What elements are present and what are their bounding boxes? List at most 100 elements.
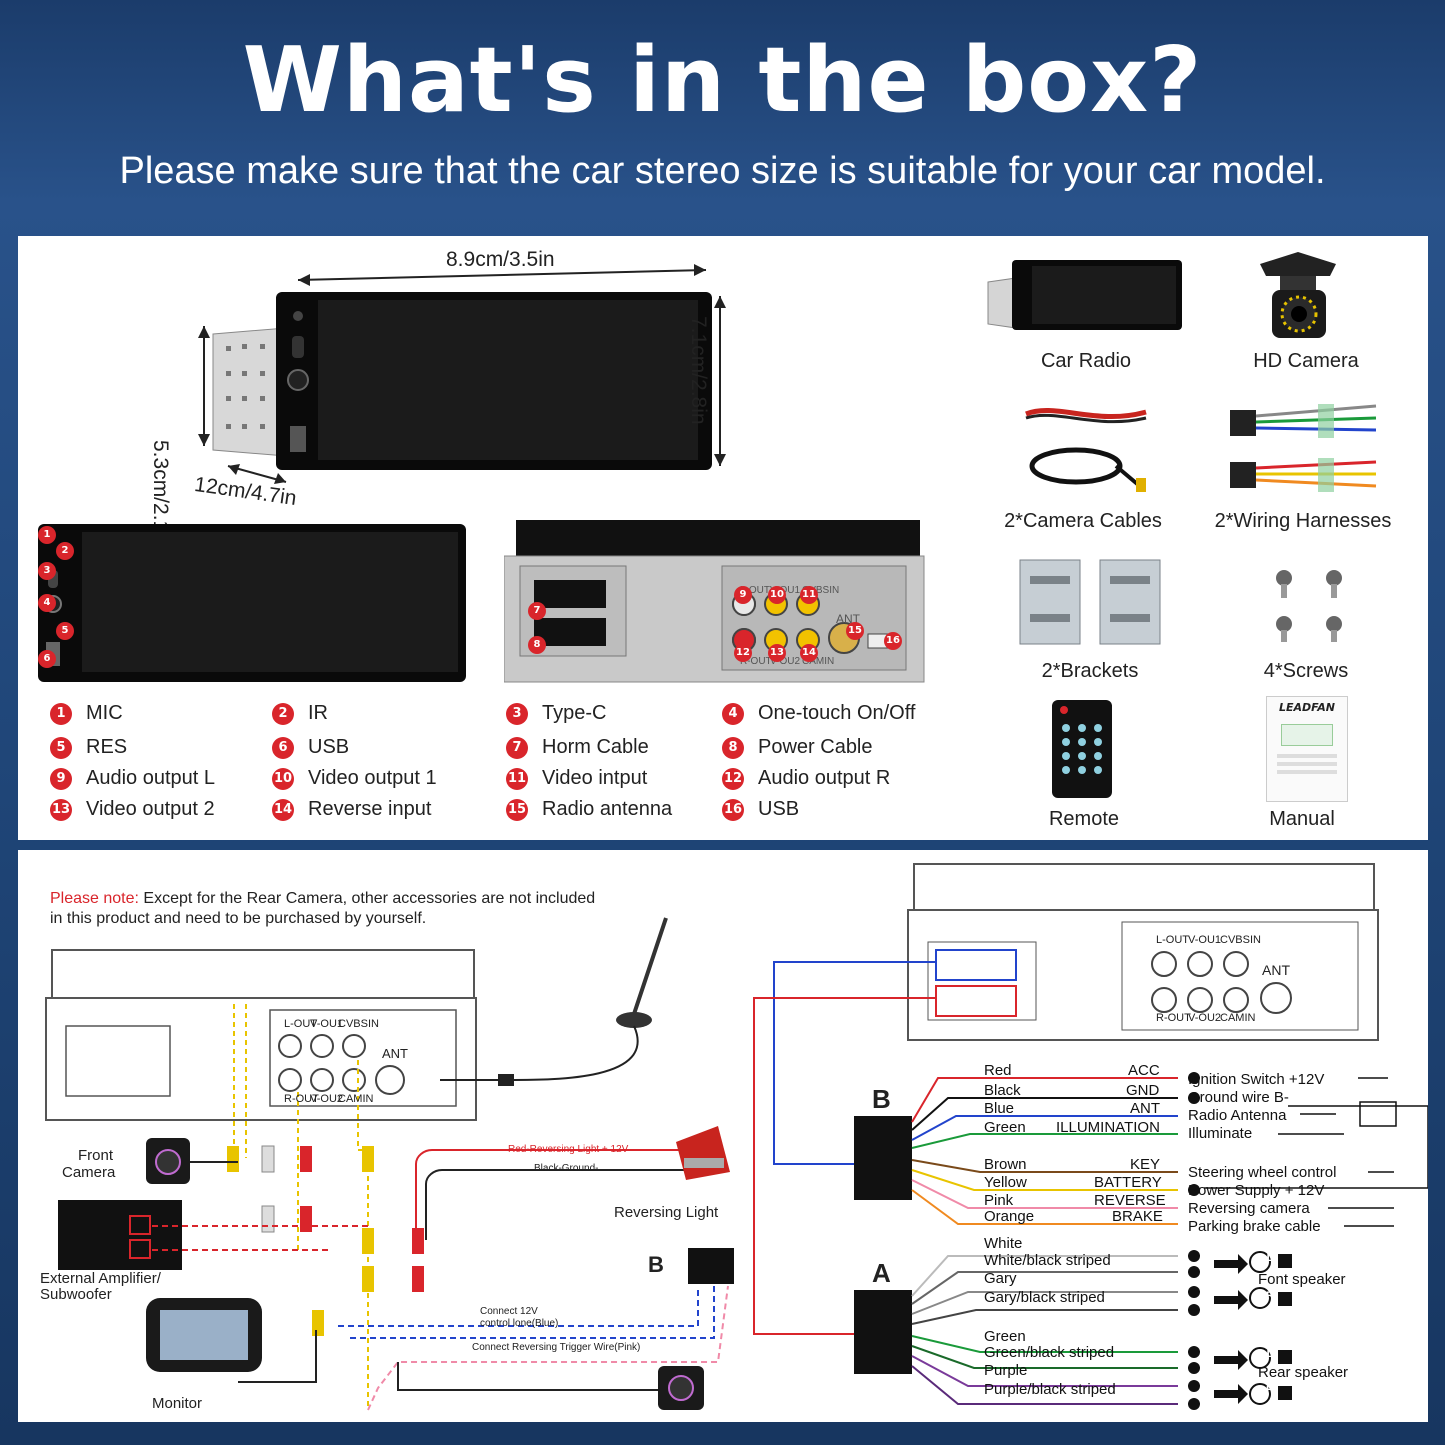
harness-rear-vou2: V-OU2 xyxy=(1188,1012,1222,1024)
screw-icon xyxy=(1276,570,1342,642)
harness-rear-ant: ANT xyxy=(1262,962,1290,978)
b-target: Illuminate xyxy=(1188,1125,1253,1142)
front-mark-1: 1 xyxy=(38,526,56,544)
b-target: Ground wire B- xyxy=(1188,1089,1289,1106)
connect-12v-label-1: Connect 12V xyxy=(480,1306,538,1317)
a-wire-color: Purple/black striped xyxy=(984,1381,1116,1398)
monitor-label: Monitor xyxy=(152,1395,203,1412)
speaker-r-rear: R xyxy=(1266,1384,1274,1396)
item-label-hd-camera: HD Camera xyxy=(1253,350,1359,372)
item-label-wiring-harnesses: 2*Wiring Harnesses xyxy=(1214,510,1392,532)
rear-vou2-label: V-OU2 xyxy=(770,656,801,667)
accessory-wiring-diagram xyxy=(45,917,734,1411)
amplifier-label-1: External Amplifier/ xyxy=(40,1270,161,1287)
a-wire-color: Green/black striped xyxy=(984,1344,1115,1361)
a-wire-color: Gary xyxy=(984,1270,1017,1287)
b-wire-color: Green xyxy=(984,1119,1026,1136)
item-label-camera-cables: 2*Camera Cables xyxy=(1004,510,1162,532)
harness-wiring-diagram xyxy=(753,863,1428,1410)
front-mark-4: 4 xyxy=(38,594,56,612)
rear-camin-label: CAMIN xyxy=(802,656,835,667)
rear-speaker-label: Rear speaker xyxy=(1258,1364,1349,1381)
b-wire-func: BATTERY xyxy=(1094,1174,1162,1191)
speaker-l-rear: L xyxy=(1266,1348,1274,1360)
front-mark-2: 2 xyxy=(56,542,74,560)
rear-mark-11: 11 xyxy=(800,586,818,604)
rear-mark-14: 14 xyxy=(800,644,818,662)
connector-a-label: A xyxy=(872,1258,891,1288)
front-mark-5: 5 xyxy=(56,622,74,640)
manual-brand: LEADFAN xyxy=(1279,701,1335,714)
b-target: Steering wheel control xyxy=(1188,1164,1337,1181)
note-line-1: Please note: Except for the Rear Camera,… xyxy=(50,890,596,907)
b-wire-color: Yellow xyxy=(984,1174,1027,1191)
page-subtitle: Please make sure that the car stereo siz… xyxy=(119,150,1326,192)
front-mark-6: 6 xyxy=(38,650,56,668)
bracket-icon xyxy=(1019,559,1161,645)
front-camera-label-2: Camera xyxy=(62,1164,116,1181)
b-wire-func: BRAKE xyxy=(1112,1208,1163,1225)
red-reversing-label: Red-Reversing Light + 12V xyxy=(508,1144,629,1155)
item-label-manual: Manual xyxy=(1269,808,1335,830)
b-target: Ignition Switch +12V xyxy=(1188,1071,1325,1088)
b-small-label: B xyxy=(648,1252,664,1277)
contents-panel: 8.9cm/3.5in 7.1cm/2.8in 5.3cm/2.1in 12cm… xyxy=(18,236,1428,840)
wiring-panel: Please note: Except for the Rear Camera,… xyxy=(18,850,1428,1422)
b-wire-color: Blue xyxy=(984,1100,1015,1117)
rear-mark-7: 7 xyxy=(528,602,546,620)
b-target: Parking brake cable xyxy=(1188,1218,1321,1235)
rear-mark-9: 9 xyxy=(734,586,752,604)
rear-panel-camin: CAMIN xyxy=(338,1093,374,1105)
radio-rear-view xyxy=(504,520,925,683)
rear-rout-label: R-OUT xyxy=(740,656,772,667)
note-line-2: in this product and need to be purchased… xyxy=(50,910,427,927)
rear-panel-ant: ANT xyxy=(382,1046,408,1061)
b-target: Radio Antenna xyxy=(1188,1107,1287,1124)
b-wire-color: Black xyxy=(984,1082,1021,1099)
connect-12v-label-2: control lone(Blue) xyxy=(480,1318,559,1329)
rear-mark-10: 10 xyxy=(768,586,786,604)
car-radio-icon xyxy=(987,260,1182,330)
harness-rear-rout: R-OUT xyxy=(1156,1012,1191,1024)
rear-panel-lout: L-OUT xyxy=(284,1018,317,1030)
rear-mark-8: 8 xyxy=(528,636,546,654)
width-dimension: 8.9cm/3.5in xyxy=(446,248,555,271)
reversing-light-label: Reversing Light xyxy=(614,1204,719,1221)
a-wire-color: White xyxy=(984,1235,1023,1252)
connect-trigger-label: Connect Reversing Trigger Wire(Pink) xyxy=(472,1342,641,1353)
b-wire-color: Red xyxy=(984,1062,1012,1079)
front-height-dimension: 7.1cm/2.8in xyxy=(687,316,710,425)
b-wire-color: Brown xyxy=(984,1156,1027,1173)
page-title: What's in the box? xyxy=(242,28,1203,133)
radio-dimension-drawing xyxy=(198,264,726,484)
rear-mark-15: 15 xyxy=(846,622,864,640)
harness-rear-vou1: V-OU1 xyxy=(1188,934,1222,946)
rear-cvbsin-label: CVBSIN xyxy=(802,585,840,596)
a-wire-color: Green xyxy=(984,1328,1026,1345)
front-camera-label-1: Front xyxy=(78,1147,114,1164)
rear-panel-vou1: V-OU1 xyxy=(310,1018,344,1030)
amplifier-label-2: Subwoofer xyxy=(40,1286,112,1303)
b-target: Reversing camera xyxy=(1188,1200,1310,1217)
connector-b-label: B xyxy=(872,1084,891,1114)
radio-front-face xyxy=(38,524,466,682)
b-wire-func: ACC xyxy=(1128,1062,1160,1079)
harness-rear-lout: L-OUT xyxy=(1156,934,1189,946)
rear-mark-12: 12 xyxy=(734,644,752,662)
speaker-r-front: R xyxy=(1266,1290,1274,1302)
rear-lout-label: L-OUT xyxy=(740,585,770,596)
front-speaker-label: Font speaker xyxy=(1258,1271,1346,1288)
cable-icon xyxy=(1025,408,1147,492)
